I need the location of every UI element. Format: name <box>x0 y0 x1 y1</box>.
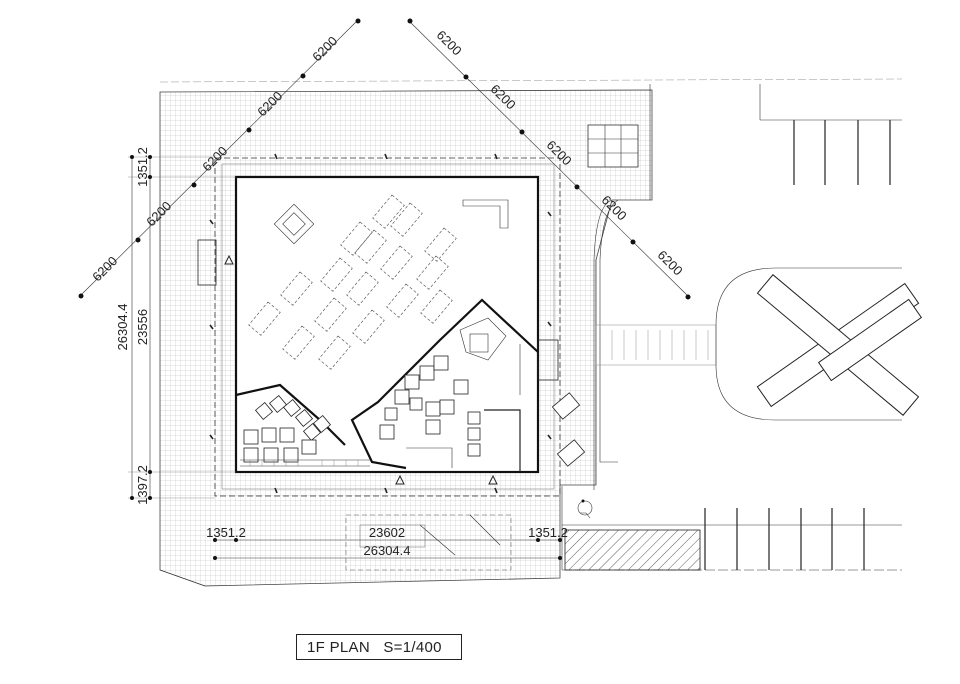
building-footprint <box>236 177 538 472</box>
structural-grid-lines <box>78 18 691 300</box>
entrance-markers <box>224 254 498 485</box>
drawing-title: 1F PLAN S=1/400 <box>296 634 462 660</box>
dim-6200-f: 6200 <box>434 27 465 58</box>
dim-horizontal-total: 26304.4 <box>364 543 411 558</box>
dim-vertical-bottom: 1397.2 <box>135 465 150 505</box>
interior-walls <box>235 298 539 472</box>
feature-display <box>273 203 315 245</box>
dim-horizontal-left: 1351.2 <box>206 525 246 540</box>
canopy-outline <box>214 157 561 497</box>
dim-6200-e: 6200 <box>89 253 120 284</box>
dim-6200-j: 6200 <box>655 247 686 278</box>
plaza <box>715 267 923 421</box>
dim-vertical-top: 1351.2 <box>135 147 150 187</box>
dim-vertical-inner: 23556 <box>135 309 150 345</box>
restroom-stalls <box>379 355 481 457</box>
crosswalk <box>595 324 717 366</box>
exterior-benches <box>197 239 586 467</box>
accessible-parking-icon <box>577 499 593 519</box>
counter <box>462 199 509 229</box>
dim-6200-a: 6200 <box>309 33 340 64</box>
column-marks <box>209 153 552 494</box>
exterior-wall <box>234 175 540 474</box>
parking-stalls-bottom <box>564 508 865 571</box>
hatched-area <box>564 529 701 571</box>
dim-horizontal-inner: 23602 <box>369 525 405 540</box>
bottom-path <box>359 514 501 556</box>
booths-left <box>243 394 332 463</box>
dim-vertical-total: 26304.4 <box>115 304 130 351</box>
vertical-dimensions: 26304.4 23556 1351.2 1397.2 <box>115 147 236 505</box>
parking-stalls-top <box>793 120 891 185</box>
pergola <box>587 124 639 168</box>
bottom-counter <box>240 459 370 467</box>
dim-horizontal-right: 1351.2 <box>528 525 568 540</box>
